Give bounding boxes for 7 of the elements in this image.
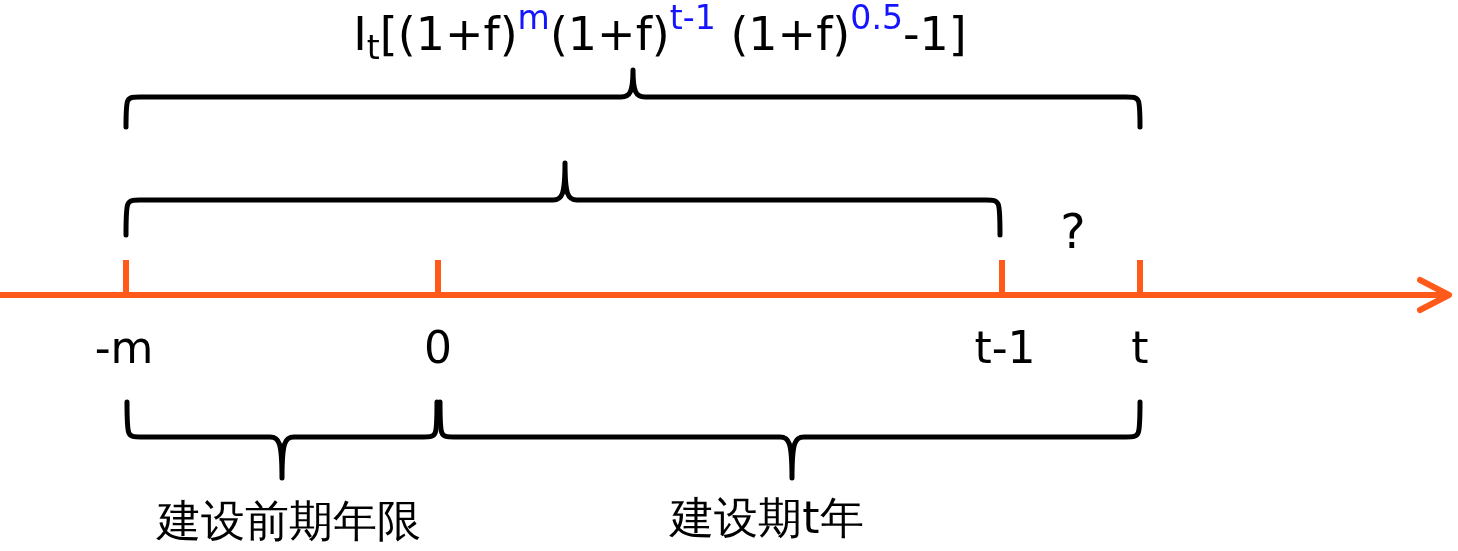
- question-mark: ?: [1060, 204, 1086, 260]
- tick-label: 0: [424, 322, 452, 374]
- tick-label: t-1: [974, 322, 1036, 374]
- tick-label: t: [1131, 322, 1149, 374]
- tick-label: -m: [94, 322, 154, 374]
- brace-label: 建设前期年限: [157, 495, 421, 547]
- brace-label: 建设期t年: [670, 492, 864, 544]
